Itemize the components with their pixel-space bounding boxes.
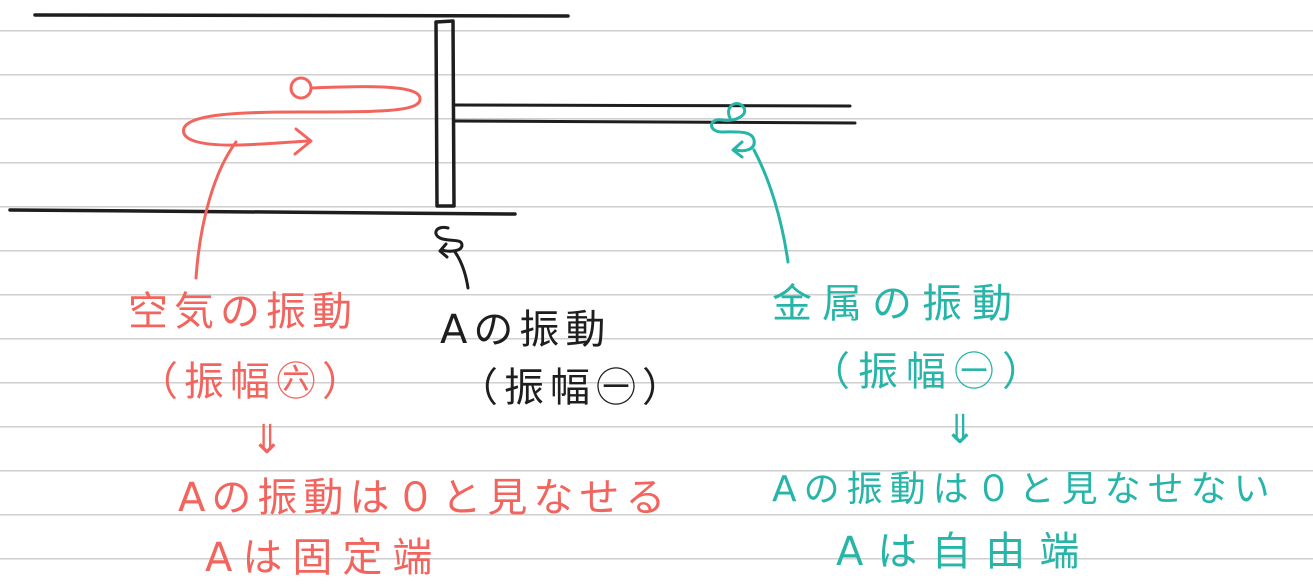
metal-conclusion-label: Aの振動は０と見なせない xyxy=(772,469,1277,510)
metal-vibration-label: 金属の振動 xyxy=(772,281,1022,327)
metal-amplitude-label: （振幅㊀） xyxy=(810,349,1050,395)
air-vibration-arrowhead xyxy=(293,127,313,156)
air-amplitude-label: （振幅㊅） xyxy=(138,359,368,405)
metal-vibration-squiggle xyxy=(710,102,756,153)
air-vibration-loop xyxy=(182,85,422,147)
metal-vibration-arrowhead xyxy=(731,140,744,159)
a-vibration-squiggle xyxy=(434,225,464,253)
tube-bottom-wall xyxy=(8,208,517,216)
air-conclusion-label: Aの振動は０と見なせる xyxy=(178,475,672,521)
air-vibration-label: 空気の振動 xyxy=(128,289,358,335)
metal-implies-arrow: ⇓ xyxy=(943,407,983,453)
a-amplitude-label: （振幅㊀） xyxy=(458,365,688,411)
air-vibration-circle xyxy=(289,76,313,100)
a-vibration-arrowhead xyxy=(438,242,449,259)
metal-rod-bottom xyxy=(452,119,857,125)
air-pointer-line xyxy=(194,140,238,280)
air-implies-arrow: ⇓ xyxy=(250,417,290,463)
metal-pointer-line xyxy=(752,148,790,264)
end-plate-a xyxy=(434,19,456,208)
air-result-label: Aは固定端 xyxy=(205,535,443,581)
metal-rod-top xyxy=(452,103,852,108)
a-vibration-label: Aの振動 xyxy=(440,307,612,353)
a-pointer-line xyxy=(453,250,470,290)
tube-top-wall xyxy=(33,13,570,18)
metal-result-label: Aは自由端 xyxy=(836,529,1094,575)
